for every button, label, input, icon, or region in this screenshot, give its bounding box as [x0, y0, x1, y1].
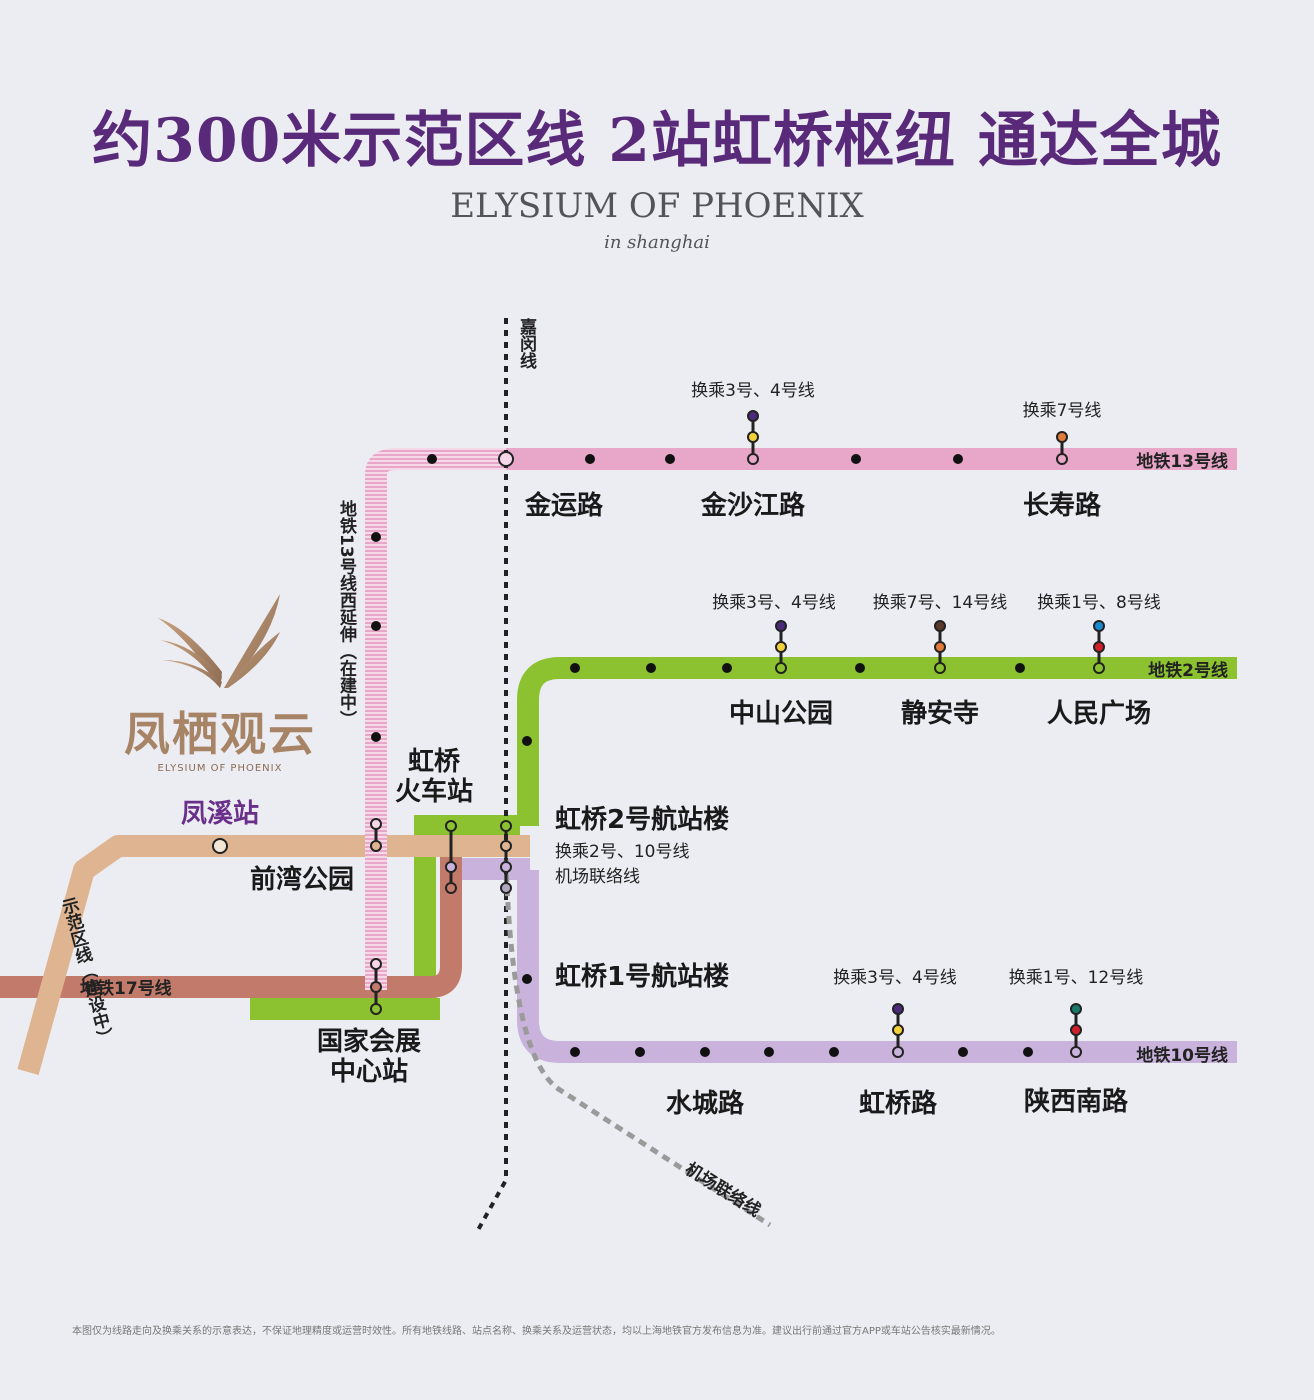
jiamin-line-label: 嘉闵线: [516, 317, 538, 370]
station-changshoulu[interactable]: 长寿路: [1023, 490, 1102, 521]
transfer-marker-shanxinanlu[interactable]: [1070, 1003, 1082, 1058]
line-2-label: 地铁2号线: [1148, 660, 1228, 681]
transfer-marker-hongqiao-rail[interactable]: [445, 820, 457, 894]
transfer-marker-renminguangchang[interactable]: [1093, 620, 1105, 674]
logo-english-name: ELYSIUM OF PHOENIX: [158, 763, 283, 774]
page-title: 约300米示范区线 2站虹桥枢纽 通达全城: [92, 106, 1222, 176]
transfer-note-zhongshangongyuan: 换乘3号、4号线: [712, 593, 836, 613]
station-shuichenglu[interactable]: 水城路: [666, 1088, 745, 1119]
hongqiao-t2-transfer-note: 换乘2号、10号线: [555, 842, 689, 862]
station-jinganSi[interactable]: 静安寺: [901, 698, 979, 729]
line-17: [0, 848, 462, 998]
station-shanxinanlu[interactable]: 陕西南路: [1024, 1086, 1129, 1117]
transfer-note-renminguangchang: 换乘1号、8号线: [1037, 593, 1161, 613]
station-jinshajianglu[interactable]: 金沙江路: [700, 490, 806, 521]
transfer-marker-jinganSi[interactable]: [934, 620, 946, 674]
station-jinyunlu-marker[interactable]: [498, 451, 514, 467]
hongqiao-t2-airport-note: 机场联络线: [555, 867, 640, 887]
station-zhongshangongyuan[interactable]: 中山公园: [729, 699, 833, 729]
station-hongqiao-t2[interactable]: 虹桥2号航站楼: [555, 804, 729, 835]
airport-line-label: 机场联络线: [681, 1158, 764, 1221]
transfer-marker-changshoulu[interactable]: [1056, 431, 1068, 465]
demo-zone-line: [17, 835, 530, 1075]
transfer-marker-qianwan[interactable]: [370, 818, 382, 852]
station-hongqiaolu[interactable]: 虹桥路: [859, 1088, 938, 1119]
station-jinyunlu[interactable]: 金运路: [524, 490, 604, 521]
transfer-note-hongqiaolu: 换乘3号、4号线: [833, 968, 957, 988]
transfer-marker-jinshajianglu[interactable]: [747, 410, 759, 465]
brand-subtitle: in shanghai: [604, 232, 710, 253]
transfer-marker-necc[interactable]: [370, 958, 382, 1015]
station-necc-line1[interactable]: 国家会展: [317, 1026, 421, 1057]
brand-name: ELYSIUM OF PHOENIX: [450, 186, 864, 226]
line-13-west-label: 地铁13号线西延伸（在建中）: [336, 499, 358, 728]
jiamin-line: [476, 318, 508, 1231]
transfer-marker-zhongshangongyuan[interactable]: [775, 620, 787, 674]
transfer-note-shanxinanlu: 换乘1号、12号线: [1009, 968, 1143, 988]
line-2-stations: [522, 663, 1025, 746]
transfer-note-jinganSi: 换乘7号、14号线: [873, 593, 1007, 613]
disclaimer-text: 本图仅为线路走向及换乘关系的示意表达，不保证地理精度或运营时效性。所有地铁线路、…: [72, 1326, 1001, 1337]
line-2: [250, 657, 1237, 1020]
logo-chinese-name: 凤栖观云: [124, 707, 316, 761]
transfer-marker-hongqiao-t2[interactable]: [500, 820, 512, 894]
station-necc-line2[interactable]: 中心站: [330, 1057, 408, 1087]
line-17-label: 地铁17号线: [80, 978, 172, 999]
station-hongqiao-rail-line2[interactable]: 火车站: [395, 776, 473, 807]
line-10: [450, 858, 1237, 1063]
station-qianwan[interactable]: 前湾公园: [250, 864, 354, 895]
station-hongqiao-t1[interactable]: 虹桥1号航站楼: [555, 961, 729, 992]
line-13-label: 地铁13号线: [1136, 451, 1228, 472]
line-10-label: 地铁10号线: [1136, 1045, 1228, 1066]
station-fengxi[interactable]: 凤溪站: [181, 799, 259, 829]
transfer-note-changshoulu: 换乘7号线: [1023, 401, 1102, 421]
station-hongqiao-rail-line1[interactable]: 虹桥: [408, 747, 461, 777]
transfer-marker-hongqiaolu[interactable]: [892, 1003, 904, 1058]
station-renminguangchang[interactable]: 人民广场: [1047, 699, 1151, 729]
phoenix-logo-icon: [158, 594, 280, 688]
line-13-stations: [371, 454, 963, 742]
transfer-note-jinshajianglu: 换乘3号、4号线: [691, 381, 815, 401]
line-13-west-extension: [365, 448, 506, 990]
station-fengxi-marker[interactable]: [212, 838, 228, 854]
line-13: [506, 448, 1237, 470]
line-10-stations: [522, 974, 1033, 1057]
